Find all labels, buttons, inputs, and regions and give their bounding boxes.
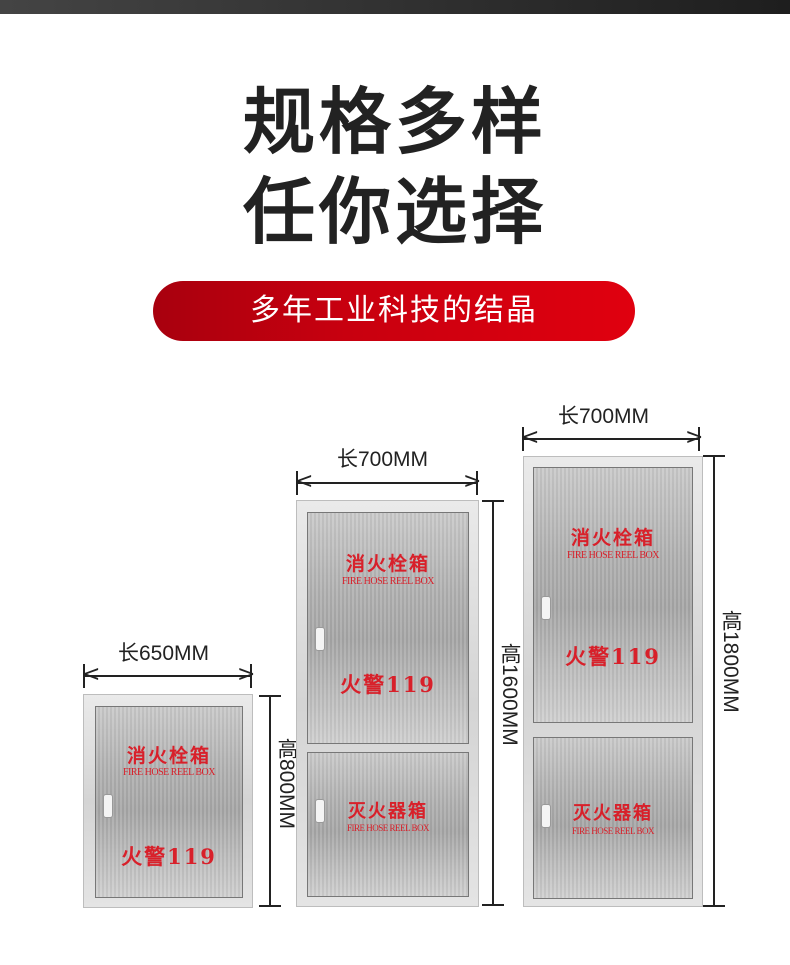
headline-line-1: 规格多样 xyxy=(242,80,547,164)
cabinet-frame: 消火栓箱 FIRE HOSE REEL BOX 火警119 灭火器箱 FIRE … xyxy=(296,500,479,907)
top-bar xyxy=(0,0,790,14)
dimension-tick xyxy=(259,905,281,907)
arrow-right-icon: > xyxy=(463,469,482,494)
door-title: 消火栓箱 xyxy=(126,745,211,767)
width-label: 长700MM xyxy=(337,448,429,471)
dimension-tick xyxy=(703,905,725,907)
width-dimension-line xyxy=(524,438,698,440)
headline-line-2: 任你选择 xyxy=(242,170,547,254)
door-handle[interactable] xyxy=(541,804,551,828)
door-title: 消火栓箱 xyxy=(570,527,655,549)
cabinet-door-lower[interactable]: 灭火器箱 FIRE HOSE REEL BOX xyxy=(533,737,693,899)
cabinet-door-lower[interactable]: 灭火器箱 FIRE HOSE REEL BOX xyxy=(307,752,469,897)
arrow-left-icon: < xyxy=(295,469,314,494)
dimension-tick xyxy=(476,471,478,495)
width-dimension-line xyxy=(85,675,250,677)
dimension-tick xyxy=(482,500,504,502)
dimension-tick xyxy=(259,695,281,697)
width-label: 长650MM xyxy=(118,642,210,665)
dimension-tick xyxy=(698,427,700,451)
cabinet-door-upper[interactable]: 消火栓箱 FIRE HOSE REEL BOX 火警119 xyxy=(307,512,469,744)
arrow-left-icon: < xyxy=(82,662,101,687)
cabinet-door[interactable]: 消火栓箱 FIRE HOSE REEL BOX 火警119 xyxy=(95,706,243,898)
door-title: 灭火器箱 xyxy=(573,803,653,824)
door-handle[interactable] xyxy=(315,799,325,823)
cabinet-frame: 消火栓箱 FIRE HOSE REEL BOX 火警119 灭火器箱 FIRE … xyxy=(523,456,703,907)
tagline-banner: 多年工业科技的结晶 xyxy=(153,281,635,341)
door-subtitle: FIRE HOSE REEL BOX xyxy=(122,767,216,778)
arrow-right-icon: > xyxy=(237,662,256,687)
height-dimension-line xyxy=(713,457,715,905)
height-dimension-line xyxy=(492,502,494,904)
door-title: 消火栓箱 xyxy=(345,553,430,575)
alarm-text: 火警119 xyxy=(340,672,436,697)
height-label: 高800MM xyxy=(275,738,298,830)
width-dimension-line xyxy=(298,482,476,484)
door-subtitle: FIRE HOSE REEL BOX xyxy=(572,826,654,836)
door-handle[interactable] xyxy=(315,627,325,651)
dimension-tick xyxy=(482,904,504,906)
door-handle[interactable] xyxy=(541,596,551,620)
dimension-tick xyxy=(522,427,524,451)
door-subtitle: FIRE HOSE REEL BOX xyxy=(347,823,429,833)
alarm-text: 火警119 xyxy=(565,644,661,669)
door-subtitle: FIRE HOSE REEL BOX xyxy=(341,576,435,587)
arrow-left-icon: < xyxy=(521,425,540,450)
height-dimension-line xyxy=(269,697,271,905)
height-label: 高1600MM xyxy=(498,643,521,746)
dimension-tick xyxy=(703,455,725,457)
alarm-text: 火警119 xyxy=(121,844,217,869)
door-subtitle: FIRE HOSE REEL BOX xyxy=(566,550,660,561)
arrow-right-icon: > xyxy=(685,425,704,450)
dimension-tick xyxy=(83,664,85,688)
dimension-tick xyxy=(250,664,252,688)
height-label: 高1800MM xyxy=(719,610,742,713)
door-handle[interactable] xyxy=(103,794,113,818)
dimension-tick xyxy=(296,471,298,495)
width-label: 长700MM xyxy=(558,405,650,428)
cabinet-frame: 消火栓箱 FIRE HOSE REEL BOX 火警119 xyxy=(83,694,253,908)
door-title: 灭火器箱 xyxy=(348,801,428,822)
cabinet-door-upper[interactable]: 消火栓箱 FIRE HOSE REEL BOX 火警119 xyxy=(533,467,693,723)
